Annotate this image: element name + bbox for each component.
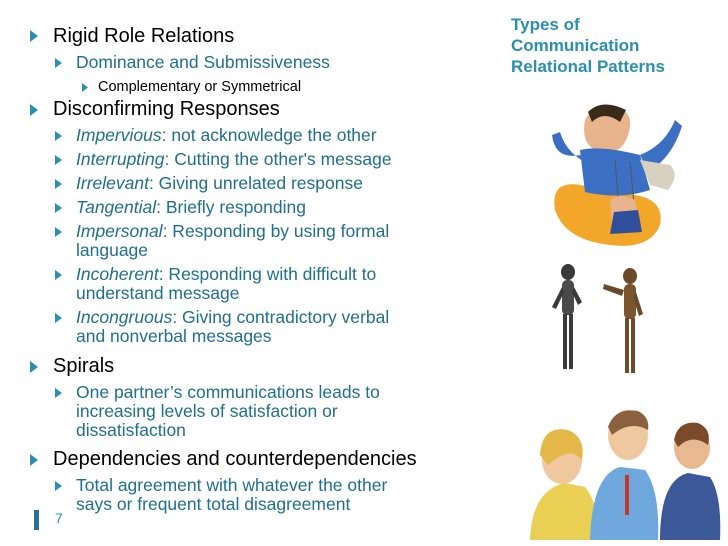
triangle-right-icon: [55, 313, 62, 323]
desc-irrelevant: : Giving unrelated response: [148, 173, 363, 193]
bullet-spirals: Spirals: [53, 355, 115, 377]
bullet-tangential: Tangential: Briefly responding: [76, 198, 306, 217]
bullet-impervious: Impervious: not acknowledge the other: [76, 126, 377, 145]
triangle-right-icon: [30, 30, 38, 42]
desc-impervious: : not acknowledge the other: [161, 125, 377, 145]
term-impersonal: Impersonal: [76, 221, 163, 241]
bullet-complementary: Complementary or Symmetrical: [98, 79, 302, 95]
triangle-right-icon: [55, 58, 62, 68]
triangle-right-icon: [82, 83, 88, 92]
term-impervious: Impervious: [76, 125, 162, 145]
bullet-disconfirming: Disconfirming Responses: [53, 98, 280, 120]
triangle-right-icon: [55, 481, 62, 491]
triangle-right-icon: [55, 270, 62, 280]
bullet-spirals-desc-2: increasing levels of satisfaction or: [76, 401, 338, 421]
bullet-impersonal-cont: language: [76, 240, 149, 260]
mannequins-illustration: [552, 264, 643, 373]
bullet-dependencies: Dependencies and counterdependencies: [53, 448, 417, 470]
desc-impersonal: : Responding by using formal: [162, 221, 390, 241]
term-incongruous: Incongruous: [76, 307, 173, 327]
bullet-incoherent: Incoherent: Responding with difficult to: [76, 265, 376, 284]
desc-interrupting: : Cutting the other's message: [164, 149, 392, 169]
bullet-incoherent-cont: understand message: [76, 283, 240, 303]
triangle-right-icon: [55, 131, 62, 141]
triangle-right-icon: [30, 104, 38, 116]
term-irrelevant: Irrelevant: [76, 173, 149, 193]
triangle-right-icon: [55, 388, 62, 398]
bullet-dep-desc-1: Total agreement with whatever the other: [76, 475, 388, 495]
bullet-spirals-desc-1: One partner’s communications leads to: [76, 382, 380, 402]
title-line-2: Communication: [511, 36, 640, 55]
title-line-3: Relational Patterns: [511, 57, 665, 76]
bullet-incongruous: Incongruous: Giving contradictory verbal: [76, 308, 389, 327]
bullet-dominance: Dominance and Submissiveness: [76, 52, 330, 72]
term-interrupting: Interrupting: [76, 149, 165, 169]
bullet-dep-desc-2: says or frequent total disagreement: [76, 494, 351, 514]
bullet-spirals-desc-3: dissatisfaction: [76, 420, 186, 440]
desc-tangential: : Briefly responding: [156, 197, 306, 217]
desc-incoherent: : Responding with difficult to: [158, 264, 377, 284]
bullet-rigid-role: Rigid Role Relations: [53, 25, 235, 47]
footer-accent-bar: [34, 510, 39, 530]
bullet-irrelevant: Irrelevant: Giving unrelated response: [76, 174, 363, 193]
desc-incongruous: : Giving contradictory verbal: [172, 307, 390, 327]
triangle-right-icon: [55, 203, 62, 213]
bullet-interrupting: Interrupting: Cutting the other's messag…: [76, 150, 392, 169]
triangle-right-icon: [30, 454, 38, 466]
triangle-right-icon: [55, 155, 62, 165]
bullet-impersonal: Impersonal: Responding by using formal: [76, 222, 389, 241]
title-line-1: Types of: [511, 15, 580, 34]
page-number: 7: [55, 510, 63, 526]
triangle-right-icon: [55, 179, 62, 189]
triangle-right-icon: [30, 361, 38, 373]
triangle-right-icon: [55, 227, 62, 237]
group-conversation-illustration: [530, 410, 721, 540]
term-tangential: Tangential: [76, 197, 157, 217]
term-incoherent: Incoherent: [76, 264, 159, 284]
bullet-incongruous-cont: and nonverbal messages: [76, 326, 272, 346]
puppet-master-illustration: [552, 104, 682, 246]
slide-title: Types of Communication Relational Patter…: [511, 14, 721, 77]
